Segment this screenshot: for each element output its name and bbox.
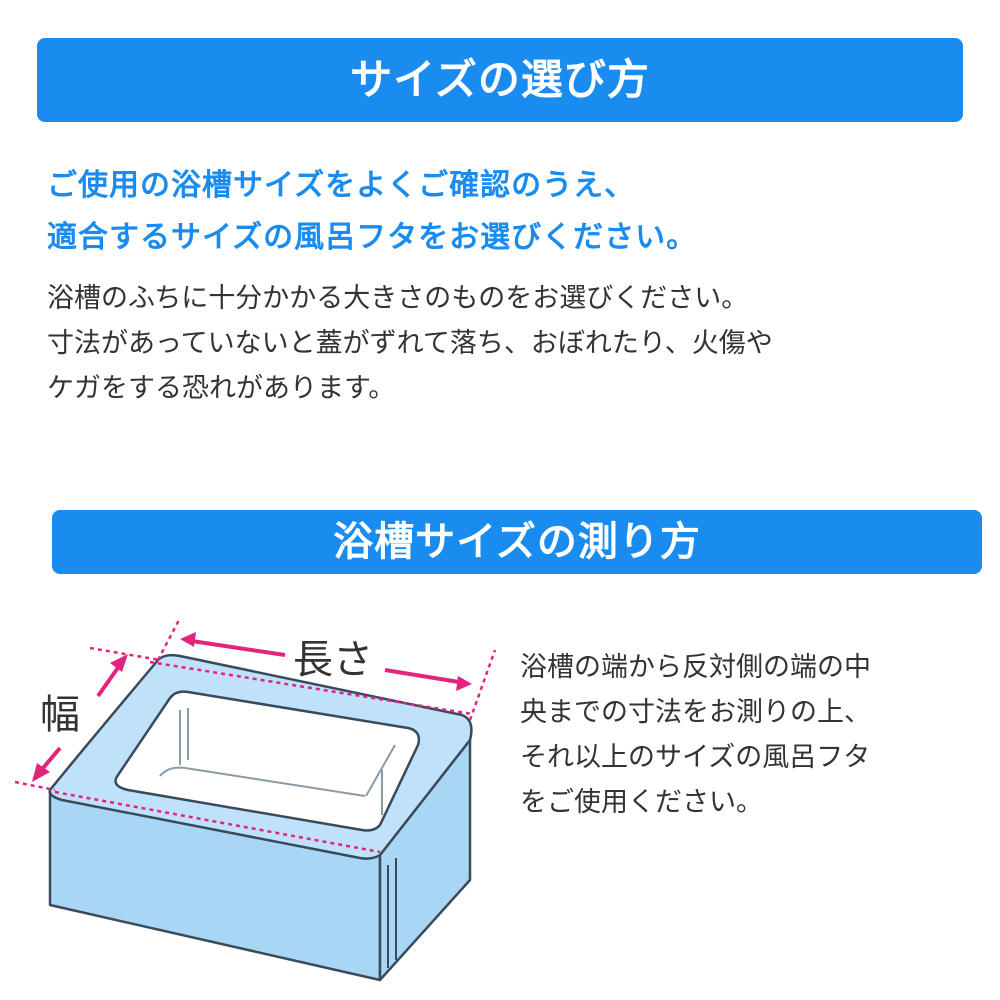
body-text: 浴槽のふちに十分かかる大きさのものをお選びください。 寸法があっていないと蓋がず… [47,276,977,411]
width-label: 幅 [40,692,80,738]
instruction-line: 央までの寸法をお測りの上、 [520,697,871,728]
bathtub-inner-wall [159,708,396,815]
length-arrowhead-right [456,676,472,691]
length-guide-left [156,617,182,661]
lead-line: ご使用の浴槽サイズをよくご確認のうえ、 [47,168,636,203]
width-arrowhead-bottom [32,763,50,782]
lead-line: 適合するサイズの風呂フタをお選びください。 [47,220,698,255]
measurement-instructions: 浴槽の端から反対側の端の中 央までの寸法をお測りの上、 それ以上のサイズの風呂フ… [520,645,980,825]
length-measure-line [149,660,473,716]
lead-text: ご使用の浴槽サイズをよくご確認のうえ、 適合するサイズの風呂フタをお選びください… [47,160,967,264]
width-measure-line [54,790,381,854]
bathtub-side-detail [387,858,397,968]
body-line: ケガをする恐れがあります。 [47,373,396,404]
length-arrowhead-left [180,632,196,647]
bathtub-diagram: 長さ 幅 [14,617,497,982]
body-line: 浴槽のふちに十分かかる大きさのものをお選びください。 [47,283,749,314]
instruction-line: 浴槽の端から反対側の端の中 [520,652,871,683]
instruction-line: をご使用ください。 [520,787,763,818]
length-arrow-right [384,668,466,685]
length-arrow-left [184,638,286,657]
width-guide-bottom [14,780,56,792]
width-guide-top [89,646,161,662]
instruction-line: それ以上のサイズの風呂フタ [520,742,871,773]
bathtub-basin [114,690,421,832]
length-label: 長さ [293,637,373,683]
section-title-size-selection: サイズの選び方 [37,38,963,122]
length-guide-right [468,649,497,721]
body-line: 寸法があっていないと蓋がずれて落ち、おぼれたり、火傷や [47,328,773,359]
width-arrowhead-top [110,654,128,672]
section-title-measurement: 浴槽サイズの測り方 [52,510,982,574]
